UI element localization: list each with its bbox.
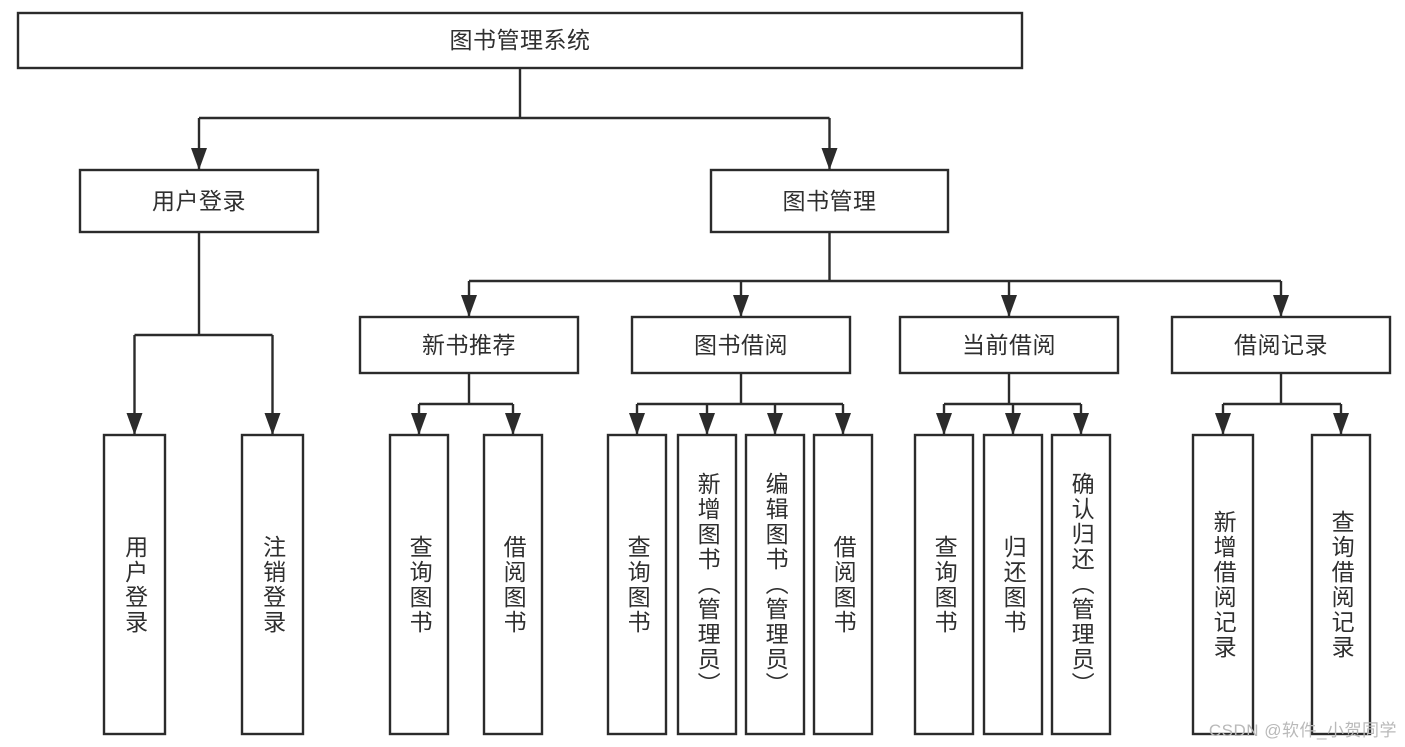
node-box-l4-add-book[interactable] — [676, 433, 738, 736]
node-box-l4-borrow-book-a[interactable] — [482, 433, 544, 736]
node-box-l2-book-manage[interactable] — [709, 168, 950, 234]
arrow-head-icon — [264, 413, 281, 435]
node-box-l4-query-book-c[interactable] — [913, 433, 975, 736]
node-box-l4-user-login[interactable] — [102, 433, 167, 736]
boxes-group — [16, 11, 1392, 736]
arrow-head-icon — [629, 413, 645, 435]
arrow-head-icon — [936, 413, 952, 435]
node-box-l2-user-login[interactable] — [78, 168, 320, 234]
node-box-l4-edit-book[interactable] — [744, 433, 806, 736]
arrow-head-icon — [505, 413, 521, 435]
edges-group — [126, 68, 1349, 435]
node-box-l4-query-book-b[interactable] — [606, 433, 668, 736]
arrow-head-icon — [699, 413, 715, 435]
node-box-l3-current-borrow[interactable] — [898, 315, 1120, 375]
arrow-head-icon — [461, 295, 477, 317]
node-box-l3-new-book-rec[interactable] — [358, 315, 580, 375]
arrow-head-icon — [1273, 295, 1289, 317]
node-box-l4-confirm-return[interactable] — [1050, 433, 1112, 736]
arrow-head-icon — [1215, 413, 1231, 435]
node-box-l4-borrow-book-b[interactable] — [812, 433, 874, 736]
arrow-head-icon — [126, 413, 143, 435]
arrow-head-icon — [767, 413, 783, 435]
arrow-head-icon — [821, 148, 838, 170]
arrow-head-icon — [1001, 295, 1017, 317]
node-box-l3-borrow-record[interactable] — [1170, 315, 1392, 375]
arrow-head-icon — [1005, 413, 1021, 435]
arrow-head-icon — [1073, 413, 1089, 435]
arrow-head-icon — [191, 148, 207, 170]
arrow-head-icon — [411, 413, 427, 435]
node-box-l4-query-record[interactable] — [1310, 433, 1372, 736]
node-box-l4-return-book[interactable] — [982, 433, 1044, 736]
node-box-l3-book-borrow[interactable] — [630, 315, 852, 375]
arrow-head-icon — [733, 295, 749, 317]
node-box-l4-add-record[interactable] — [1191, 433, 1255, 736]
node-box-root[interactable] — [16, 11, 1024, 70]
arrow-head-icon — [1333, 413, 1349, 435]
node-box-l4-logout[interactable] — [240, 433, 305, 736]
arrow-head-icon — [835, 413, 851, 435]
node-box-l4-query-book-a[interactable] — [388, 433, 450, 736]
